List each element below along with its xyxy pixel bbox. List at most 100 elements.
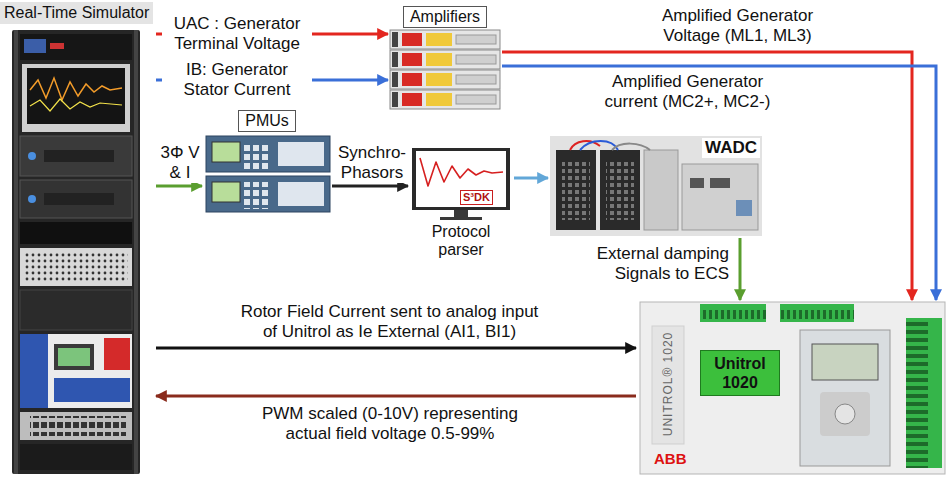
wadc-picture	[736, 200, 752, 216]
label-holder: PWM scaled (0-10V) representing actual f…	[255, 404, 525, 444]
label-holder: 3Φ V & I	[157, 143, 203, 183]
amplifier-units	[426, 53, 452, 66]
amplifier-units	[390, 30, 500, 49]
simulator-rack	[20, 34, 132, 60]
pmu-units	[212, 182, 240, 202]
amplifier-units	[392, 32, 398, 47]
monitor-picture	[412, 148, 510, 210]
group-heading: PMUs	[238, 110, 296, 132]
amplifier-units	[426, 93, 452, 106]
amplifier-units	[390, 90, 500, 109]
simulator-rack	[50, 43, 64, 49]
device-label: Unitrol 1020	[700, 350, 780, 396]
wadc-picture	[682, 164, 758, 230]
simulator-rack	[20, 180, 132, 218]
pmu-group: PMUs	[202, 110, 332, 214]
monitor-picture	[412, 148, 510, 220]
signal-arrow	[514, 177, 548, 180]
pmu-units	[212, 142, 240, 162]
wadc-picture	[562, 160, 590, 220]
pmu-units	[206, 136, 330, 212]
amplifier-units	[402, 53, 422, 66]
label-holder: Synchro-Phasors	[335, 143, 407, 183]
simulator-rack	[54, 378, 130, 402]
signal-arrow	[156, 347, 636, 350]
screen-logo: S³DK	[460, 190, 493, 205]
unitrol-picture	[640, 302, 945, 474]
amplifier-units	[456, 35, 496, 44]
simulator-rack	[24, 39, 46, 53]
unitrol-picture	[780, 304, 854, 322]
wadc-controller: WADC	[548, 134, 764, 238]
signal-arrow	[739, 238, 742, 300]
device-heading: WADC	[702, 138, 760, 158]
simulator-rack	[12, 30, 140, 474]
simulator-rack	[54, 344, 94, 370]
amplifier-units	[402, 33, 422, 46]
simulator-rack	[104, 338, 130, 370]
signal-arrow	[156, 395, 636, 398]
monitor-picture	[416, 151, 506, 207]
unitrol-picture	[800, 330, 890, 466]
monitor-picture	[454, 210, 468, 217]
simulator-rack	[27, 68, 125, 124]
pmu-units	[278, 142, 324, 166]
wadc-picture	[550, 136, 762, 236]
unitrol-picture	[835, 404, 855, 424]
label-holder: ABB	[654, 450, 714, 468]
simulator-rack	[58, 348, 90, 366]
simulator-rack	[24, 252, 128, 282]
simulator-rack	[22, 64, 130, 132]
amplifier-units	[426, 73, 452, 86]
amplifier-units	[456, 55, 496, 64]
unitrol-picture	[906, 318, 942, 468]
unitrol-picture	[812, 344, 878, 380]
pmu-units	[244, 182, 271, 209]
pmu-units	[206, 136, 330, 172]
simulator-rack	[20, 222, 132, 244]
simulator-rack	[20, 136, 132, 176]
rack-heading: Real-Time Simulator	[0, 2, 153, 24]
label-holder: UAC : Generator Terminal Voltage	[162, 14, 312, 54]
unitrol-picture	[700, 304, 766, 322]
pmu-units	[278, 182, 324, 206]
simulator-rack: Real-Time Simulator	[0, 2, 156, 475]
label-holder: Amplified Generator current (MC2+, MC2-)	[595, 72, 780, 112]
monitor-picture	[420, 158, 503, 186]
wadc-picture	[710, 178, 730, 188]
simulator-rack	[30, 416, 126, 436]
amplifier-units	[456, 75, 496, 84]
wadc-picture	[690, 178, 704, 188]
simulator-rack	[28, 152, 36, 160]
signal-arrow	[502, 52, 912, 300]
signal-label: UAC : Generator Terminal Voltage	[162, 14, 312, 54]
simulator-rack	[14, 30, 18, 474]
wadc-picture	[612, 144, 650, 150]
amplifier-units	[390, 30, 500, 109]
group-heading: Amplifiers	[403, 6, 487, 28]
wadc-picture	[556, 150, 596, 230]
simulator-rack	[20, 290, 132, 330]
device-print: UNITROL® 1020	[660, 324, 676, 444]
simulator-rack	[44, 193, 114, 205]
simulator-rack	[20, 334, 132, 408]
amplifier-units	[392, 92, 398, 107]
wadc-picture	[606, 160, 634, 220]
simulator-rack	[30, 99, 122, 111]
amplifier-units	[392, 52, 398, 67]
label-holder: Rotor Field Current sent to analog input…	[237, 302, 542, 342]
signal-arrow	[156, 185, 202, 188]
signal-arrow	[332, 185, 408, 188]
signal-label: IB: Generator Stator Current	[162, 60, 312, 100]
amplifier-units	[402, 73, 422, 86]
signal-label: Amplified Generator current (MC2+, MC2-)	[595, 72, 780, 112]
pmu-units	[244, 142, 271, 169]
simulator-rack	[28, 195, 36, 203]
simulator-rack	[20, 444, 132, 470]
amplifier-units	[390, 50, 500, 69]
simulator-rack	[20, 248, 132, 286]
simulator-rack	[12, 30, 140, 474]
amplifier-group: Amplifiers	[388, 6, 502, 112]
amplifier-units	[456, 95, 496, 104]
